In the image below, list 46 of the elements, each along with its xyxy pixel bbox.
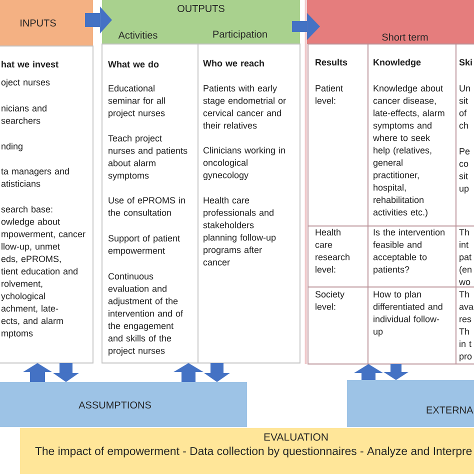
block-arrow <box>85 6 112 34</box>
cell-text: Patient level: <box>316 84 343 104</box>
header-band: INPUTS <box>0 0 93 46</box>
cell-text: Health care research level: <box>315 228 350 273</box>
cell-text: Society level: <box>315 290 344 310</box>
block-arrow <box>53 363 79 382</box>
cell-text: Th int pat (en wo <box>459 228 472 286</box>
cell-text: Is the intervention feasible and acceptable to patients? <box>373 228 444 274</box>
block-arrow <box>384 364 408 380</box>
band-title: EVALUATION <box>264 433 328 441</box>
item-text: Continuous evaluation and adjustment of the intervention and of the engagement and skills of the project nurses <box>108 272 184 356</box>
block-arrow <box>23 363 52 382</box>
item-text: Health care professionals and stakeholders planning follow-up programs after cancer <box>203 196 276 266</box>
item-text: nding <box>2 142 22 152</box>
item-text: Patients with early stage endometrial or cervical cancer and their relatives <box>203 84 286 129</box>
header-band: Short term <box>307 0 474 44</box>
column-heading: Ski <box>459 58 472 66</box>
item-text: Teach project nurses and patients about alarm symptoms <box>108 134 188 180</box>
column-heading: What we do <box>108 60 159 68</box>
banner: EXTERNA <box>347 380 474 427</box>
banner: ASSUMPTIONS <box>0 382 247 427</box>
cell-text: Th ava res Th in t pro <box>459 290 474 362</box>
item-text: ta managers and atisticians <box>1 168 69 187</box>
cell-text: Un sit of ch <box>459 85 470 129</box>
block-arrow <box>292 13 320 40</box>
item-text: Educational seminar for all project nurses <box>108 84 165 118</box>
item-text: search base: owledge about mpowerment, cancer llow-up, unmet eds, ePROMS, tient education and rolvement, ychological achment, late-ects, and alarm mptoms <box>1 206 86 338</box>
block-arrow <box>204 363 230 382</box>
column-heading: Who we reach <box>203 60 264 66</box>
cell-text: How to plan differentiated and individual follow-up <box>373 290 442 336</box>
column-heading: Results <box>316 58 348 66</box>
cell-text: Pe co sit up <box>459 148 470 194</box>
item-text: nicians and searchers <box>1 104 46 124</box>
block-arrow <box>174 363 204 382</box>
block-arrow <box>354 364 383 380</box>
banner <box>20 428 474 474</box>
item-text: Support of patient empowerment <box>108 234 180 256</box>
column-title: Participation <box>213 30 267 40</box>
cell-text: Knowledge about cancer disease, late-effects, alarm symptoms and where to seek help (relatives, general practitioner, hospital, rehabilitation activities etc.) <box>373 84 444 218</box>
item-text: Clinicians working in oncological gynecology <box>203 146 285 180</box>
column-heading: hat we invest <box>2 60 58 68</box>
item-text: Use of ePROMS in the consultation <box>108 196 185 216</box>
column-title: Activities <box>118 31 158 39</box>
column-heading: Knowledge <box>374 58 421 68</box>
band-text: The impact of empowerment - Data collection by questionnaires - Analyze and Interpre <box>35 446 472 458</box>
item-text: oject nurses <box>1 78 50 88</box>
